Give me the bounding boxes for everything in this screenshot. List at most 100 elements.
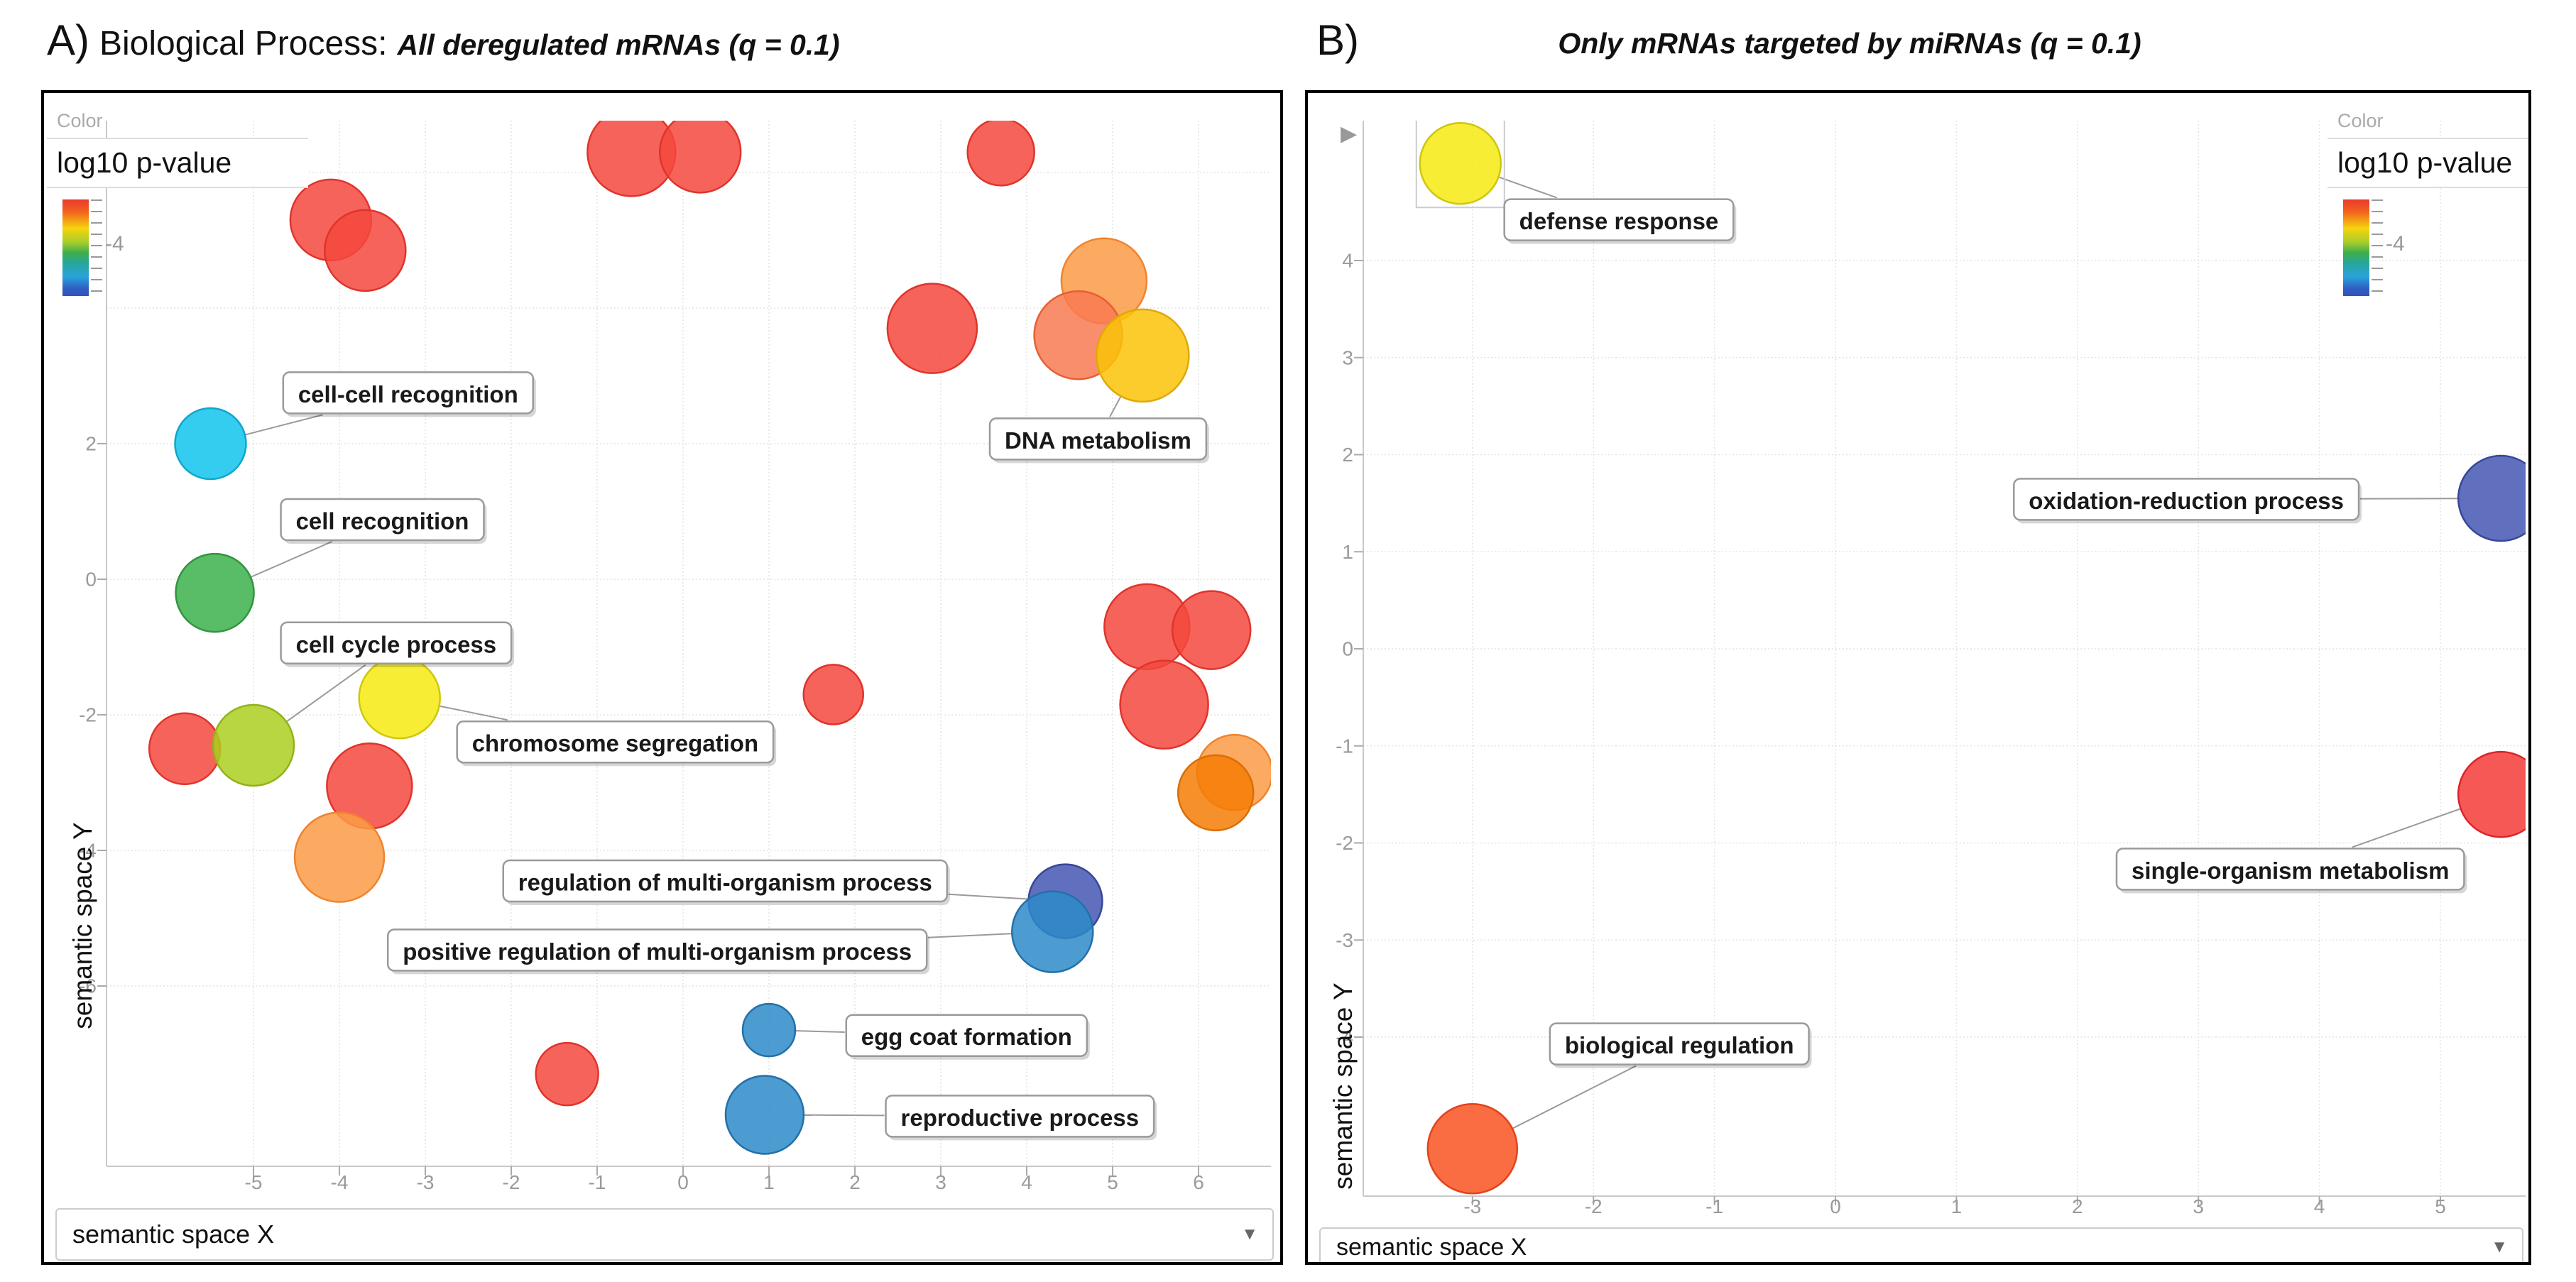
x-tick-label: -2 xyxy=(1585,1195,1603,1217)
go-term-bubble[interactable] xyxy=(148,712,222,785)
x-tick-label: 1 xyxy=(763,1171,775,1193)
x-axis-label: semantic space X xyxy=(1336,1233,1527,1261)
y-tick-label: 1 xyxy=(1342,541,1353,563)
panel-a-title-main: Biological Process: xyxy=(99,25,388,62)
legend-bar-row: -4 xyxy=(2343,199,2528,299)
term-label-box xyxy=(282,371,535,415)
go-term-bubble[interactable] xyxy=(324,209,407,292)
go-term-bubble[interactable] xyxy=(175,552,255,633)
term-label[interactable]: cell cycle process xyxy=(280,621,515,667)
go-term-bubble[interactable] xyxy=(1011,890,1094,973)
term-label[interactable]: cell recognition xyxy=(280,498,487,544)
panel-a-chart: cell-cell recognition cell recognition cel… xyxy=(79,111,1271,1194)
term-label-text: defense response xyxy=(1519,208,1719,234)
go-term-bubble[interactable] xyxy=(741,1002,797,1058)
panel-a-label: A) xyxy=(47,16,89,64)
go-term-bubble[interactable] xyxy=(2457,454,2528,542)
go-term-bubble[interactable] xyxy=(1177,754,1255,832)
x-tick-label: 4 xyxy=(2314,1195,2325,1217)
panel-a: cell-cell recognition cell recognition cel… xyxy=(41,90,1283,1265)
dropdown-arrow-icon[interactable]: ▼ xyxy=(1241,1225,1258,1244)
go-term-bubble[interactable] xyxy=(1426,1103,1519,1195)
term-label-box xyxy=(280,621,513,665)
go-term-bubble[interactable] xyxy=(1171,590,1252,670)
panel-a-color-legend: Color log10 p-value -4 xyxy=(47,110,308,299)
panel-a-title: A) Biological Process: All deregulated m… xyxy=(47,16,840,65)
x-tick-label: 5 xyxy=(2435,1195,2446,1217)
legend-ticks: -4 xyxy=(2372,199,2405,296)
corner-triangle-icon[interactable]: ▶ xyxy=(1341,122,1358,146)
y-tick-label: 2 xyxy=(1342,444,1353,466)
selection-box xyxy=(1415,121,1505,209)
legend-scale-select[interactable]: log10 p-value xyxy=(47,138,308,188)
y-tick-label: -4 xyxy=(79,840,97,862)
leader-lines xyxy=(243,394,1123,1117)
term-label-text: positive regulation of multi-organism pr… xyxy=(403,938,912,965)
go-term-bubble[interactable] xyxy=(212,703,295,787)
go-term-bubble[interactable] xyxy=(724,1075,805,1155)
go-term-bubble[interactable] xyxy=(1419,122,1502,205)
term-label[interactable]: DNA metabolism xyxy=(988,417,1209,464)
bubbles xyxy=(148,111,1271,1155)
legend-scale-select[interactable]: log10 p-value xyxy=(2327,138,2528,188)
term-label[interactable]: biological regulation xyxy=(1549,1022,1812,1068)
x-tick-label: -1 xyxy=(589,1171,606,1193)
y-tick-label: 3 xyxy=(1342,346,1353,368)
leader-line xyxy=(2352,807,2462,848)
y-tick-label: -1 xyxy=(1336,735,1353,757)
y-tick-label: -2 xyxy=(1336,832,1353,854)
go-term-bubble[interactable] xyxy=(658,111,742,194)
x-tick-label: 3 xyxy=(2193,1195,2204,1217)
term-label[interactable]: chromosome segregation xyxy=(456,720,777,767)
x-axis-selector[interactable]: semantic space X ▼ xyxy=(1319,1227,2523,1262)
x-tick-label: -1 xyxy=(1705,1195,1723,1217)
term-label-text: cell cycle process xyxy=(296,631,497,657)
go-term-bubble[interactable] xyxy=(966,119,1035,187)
x-tick-label: -2 xyxy=(503,1171,520,1193)
leader-line xyxy=(793,1030,845,1034)
term-label[interactable]: reproductive process xyxy=(885,1095,1157,1141)
term-label-text: egg coat formation xyxy=(861,1024,1072,1050)
y-tick-label: -2 xyxy=(79,704,97,726)
leader-line xyxy=(1109,394,1123,417)
term-label[interactable]: positive regulation of multi-organism pr… xyxy=(386,928,930,975)
go-term-bubble[interactable] xyxy=(886,283,978,374)
term-label[interactable]: cell-cell recognition xyxy=(282,371,536,417)
go-term-bubble[interactable] xyxy=(802,664,864,725)
legend-scale-label: log10 p-value xyxy=(2337,146,2513,179)
x-tick-label: 2 xyxy=(2072,1195,2083,1217)
y-tick-label: -6 xyxy=(79,975,97,997)
panel-a-subtitle: All deregulated mRNAs (q = 0.1) xyxy=(397,28,840,61)
term-label[interactable]: egg coat formation xyxy=(845,1014,1090,1060)
legend-ticks: -4 xyxy=(91,199,124,296)
x-tick-label: -3 xyxy=(1463,1195,1481,1217)
y-tick-label: -4 xyxy=(1336,1026,1353,1048)
x-axis-selector[interactable]: semantic space X ▼ xyxy=(55,1208,1274,1261)
term-label-box xyxy=(845,1014,1088,1057)
go-term-bubble[interactable] xyxy=(1096,308,1190,403)
term-label-text: cell recognition xyxy=(296,508,469,534)
go-term-bubble[interactable] xyxy=(358,656,441,740)
term-label[interactable]: regulation of multi-organism process xyxy=(502,859,950,905)
term-label-box xyxy=(456,720,775,764)
bubbles xyxy=(1415,121,2528,1195)
legend-tick-label: -4 xyxy=(105,232,124,256)
go-term-bubble[interactable] xyxy=(174,407,247,481)
term-label-text: single-organism metabolism xyxy=(2132,858,2449,884)
y-tick-label: 4 xyxy=(1342,250,1353,272)
go-term-bubble[interactable] xyxy=(293,811,386,903)
y-axis-label: semantic space Y xyxy=(1328,982,1358,1190)
axes xyxy=(1363,121,2526,1197)
go-term-bubble[interactable] xyxy=(1119,659,1209,750)
term-label-box xyxy=(1503,198,1735,241)
term-label[interactable]: single-organism metabolism xyxy=(2115,848,2467,894)
go-term-bubble[interactable] xyxy=(2457,750,2528,838)
term-label[interactable]: oxidation-reduction process xyxy=(2013,478,2362,524)
term-label-box xyxy=(502,859,949,903)
leader-line xyxy=(948,893,1030,900)
term-label-text: cell-cell recognition xyxy=(298,381,518,407)
dropdown-arrow-icon[interactable]: ▼ xyxy=(2491,1237,2508,1256)
go-term-bubble[interactable] xyxy=(535,1041,599,1107)
term-label[interactable]: defense response xyxy=(1503,198,1737,244)
